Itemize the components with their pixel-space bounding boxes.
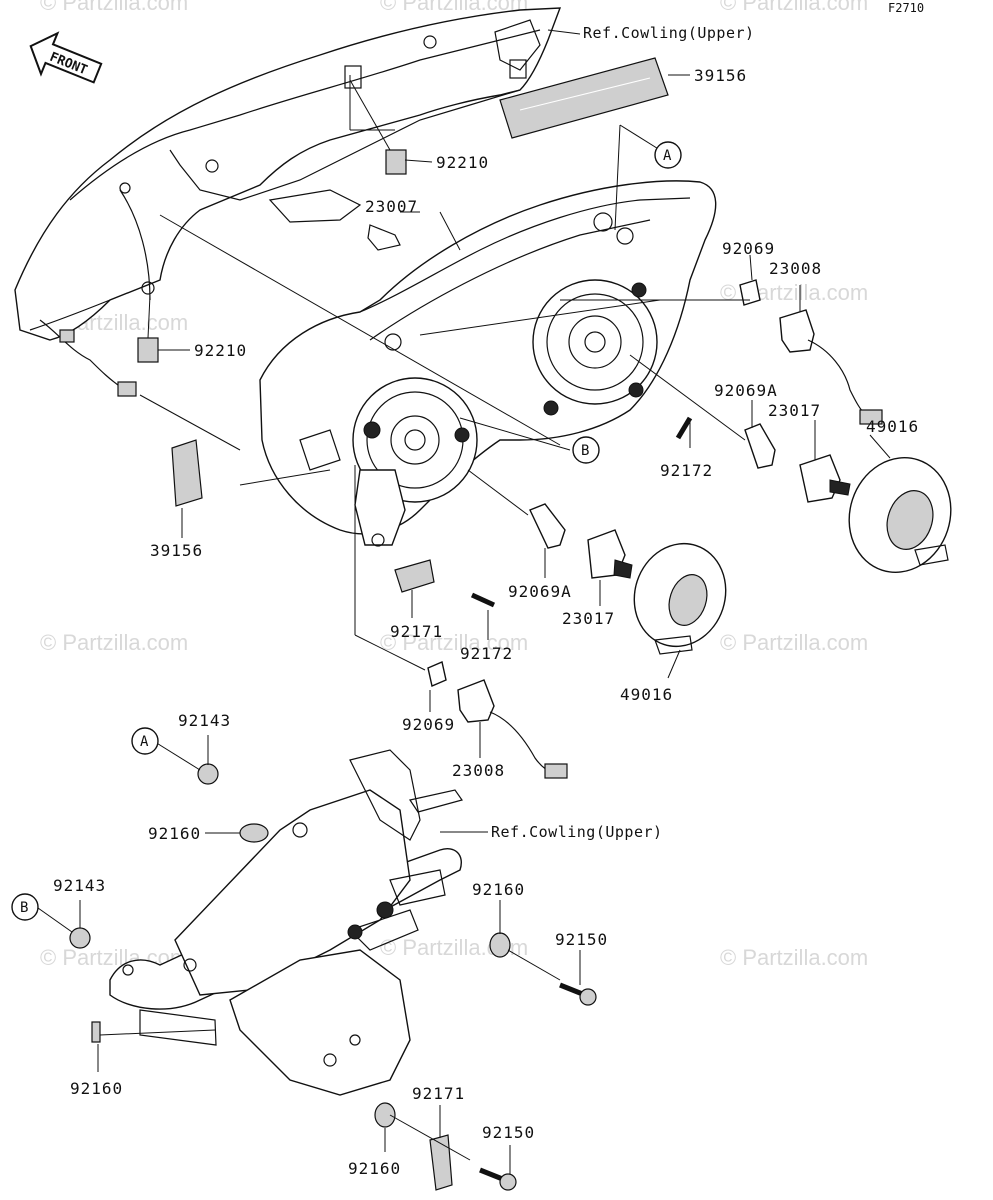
part-92160-grommet bbox=[91, 823, 511, 1128]
part-23008-socket-right bbox=[739, 279, 883, 425]
watermark: © Partzilla.com bbox=[40, 0, 188, 15]
part-label: 23017 bbox=[562, 609, 615, 628]
part-label: 92171 bbox=[390, 622, 443, 641]
part-label: 92069A bbox=[508, 582, 572, 601]
part-39156-left bbox=[171, 439, 203, 507]
callout-b-label: B bbox=[581, 443, 589, 459]
part-label: 92210 bbox=[194, 341, 247, 360]
part-92171-bracket-bottom bbox=[429, 1134, 453, 1191]
upper-cowling bbox=[14, 7, 562, 397]
part-label: 92160 bbox=[70, 1079, 123, 1098]
part-label: 92160 bbox=[148, 824, 201, 843]
part-label: 92069A bbox=[714, 381, 778, 400]
part-label: 92172 bbox=[660, 461, 713, 480]
part-23008-socket-center bbox=[427, 661, 568, 779]
part-label: 39156 bbox=[150, 541, 203, 560]
part-label: 92150 bbox=[482, 1123, 535, 1142]
part-label: 23008 bbox=[769, 259, 822, 278]
part-labels: 39156 92210 92210 23007 92069 23008 9206… bbox=[53, 66, 919, 1178]
part-92069A-bulb-center bbox=[529, 503, 633, 579]
figure-code: F2710 bbox=[888, 1, 924, 15]
ref-cowling-upper-label: Ref.Cowling(Upper) bbox=[583, 24, 755, 42]
front-arrow-icon: FRONT bbox=[29, 31, 103, 84]
part-label: 92172 bbox=[460, 644, 513, 663]
part-label: 49016 bbox=[620, 685, 673, 704]
callout-a: A bbox=[654, 141, 682, 169]
part-label: 23008 bbox=[452, 761, 505, 780]
part-label: 92069 bbox=[402, 715, 455, 734]
part-49016-cover-center bbox=[633, 542, 727, 655]
watermark: © Partzilla.com bbox=[720, 630, 868, 655]
part-label: 92210 bbox=[436, 153, 489, 172]
headlight-stay-assembly bbox=[109, 749, 463, 1096]
part-label: 23017 bbox=[768, 401, 821, 420]
part-label: 92143 bbox=[178, 711, 231, 730]
part-92150-bolt bbox=[479, 982, 597, 1191]
part-label: 39156 bbox=[694, 66, 747, 85]
callout-a-label: A bbox=[663, 148, 672, 164]
headlight-housing-23007 bbox=[259, 180, 717, 547]
leader-lines bbox=[37, 29, 891, 1174]
part-label: 92160 bbox=[348, 1159, 401, 1178]
ref-cowling-upper-label: Ref.Cowling(Upper) bbox=[491, 823, 663, 841]
watermark: © Partzilla.com bbox=[40, 630, 188, 655]
part-92172-screw bbox=[470, 416, 693, 608]
watermark: © Partzilla.com bbox=[720, 945, 868, 970]
part-label: 92171 bbox=[412, 1084, 465, 1103]
part-92143-nut bbox=[69, 763, 219, 949]
part-92069A-bulb-right bbox=[744, 423, 851, 503]
part-92171-bracket bbox=[394, 559, 435, 593]
callout-b-lower: B bbox=[11, 893, 39, 921]
part-92210-clip bbox=[137, 149, 407, 363]
watermark: © Partzilla.com bbox=[720, 0, 868, 15]
callout-b: B bbox=[572, 436, 600, 464]
watermark: © Partzilla.com bbox=[380, 0, 528, 15]
part-49016-cover-right bbox=[848, 457, 952, 573]
part-label: 92143 bbox=[53, 876, 106, 895]
callout-a-label: A bbox=[140, 734, 149, 750]
part-label: 92150 bbox=[555, 930, 608, 949]
part-label: 92160 bbox=[472, 880, 525, 899]
part-label: 92069 bbox=[722, 239, 775, 258]
watermark: © Partzilla.com bbox=[380, 630, 528, 655]
callout-a-lower: A bbox=[131, 727, 159, 755]
part-39156-top bbox=[499, 57, 669, 139]
part-label: 23007 bbox=[365, 197, 418, 216]
part-label: 49016 bbox=[866, 417, 919, 436]
callout-b-label: B bbox=[20, 900, 28, 916]
